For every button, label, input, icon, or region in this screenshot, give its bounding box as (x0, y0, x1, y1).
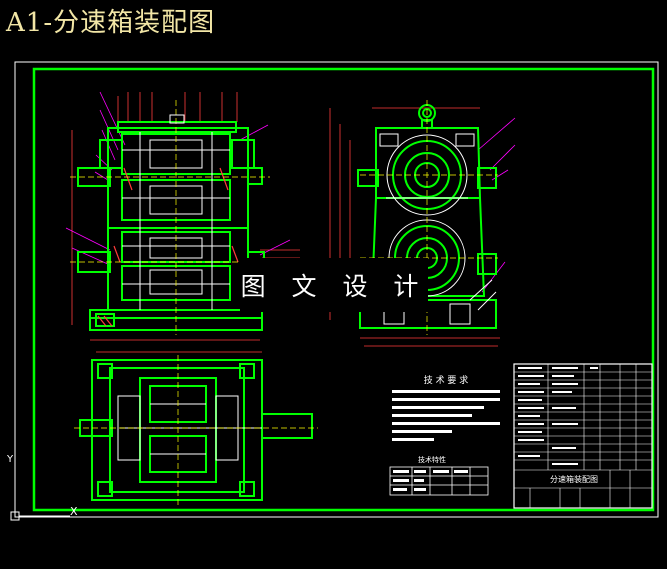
title-block: 分速箱装配图 (513, 363, 653, 509)
title-block-drawing-name: 分速箱装配图 (550, 474, 598, 484)
parameter-table: 技术特性 (389, 455, 489, 496)
inner-border (32, 67, 655, 512)
watermark: 图 文 设 计 (240, 258, 428, 312)
top-centerlines (74, 355, 318, 505)
top-view (74, 355, 318, 505)
tech-requirements-heading: 技 术 要 求 (424, 374, 469, 386)
front-dimensions (71, 92, 300, 353)
ucs-x-label: X (70, 505, 78, 518)
ucs-y-label: Y (6, 454, 14, 465)
tech-requirements: 技 术 要 求 (392, 374, 500, 441)
front-hatching (97, 167, 239, 327)
outer-border (14, 61, 659, 518)
front-leaders (65, 91, 291, 266)
ucs-icon: Y X (6, 454, 78, 521)
parameter-table-heading: 技术特性 (418, 455, 446, 464)
side-leaders (477, 117, 516, 293)
front-view (65, 91, 300, 353)
drawing-title: A1-分速箱装配图 (6, 8, 216, 38)
front-centerlines (70, 100, 270, 335)
